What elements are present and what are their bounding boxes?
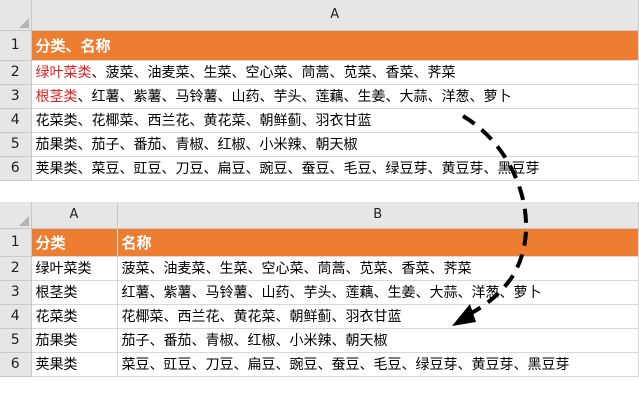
category-cell[interactable]: 花菜类: [31, 304, 118, 329]
names-cell[interactable]: 茄子、番茄、青椒、红椒、小米辣、朝天椒: [117, 328, 639, 353]
names-cell[interactable]: 菠菜、油麦菜、生菜、空心菜、茼蒿、苋菜、香菜、荠菜: [117, 256, 639, 281]
names-cell[interactable]: 红薯、紫薯、马铃薯、山药、芋头、莲藕、生姜、大蒜、洋葱、萝卜: [117, 280, 639, 305]
category-cell[interactable]: 荚果类: [31, 352, 118, 377]
names-text: 、菠菜、油麦菜、生菜、空心菜、茼蒿、苋菜、香菜、荠菜: [91, 65, 456, 81]
top-sheet-grid: A 1 分类、名称 2 绿叶菜类、菠菜、油麦菜、生菜、空心菜、茼蒿、苋菜、香菜、…: [0, 0, 639, 181]
row-header[interactable]: 1: [0, 228, 32, 257]
row-header[interactable]: 2: [0, 256, 32, 281]
data-cell[interactable]: 绿叶菜类、菠菜、油麦菜、生菜、空心菜、茼蒿、苋菜、香菜、荠菜: [31, 60, 639, 85]
data-cell[interactable]: 花菜类、花椰菜、西兰花、黄花菜、朝鲜蓟、羽衣甘蓝: [31, 108, 639, 133]
header-cell-category[interactable]: 分类: [31, 228, 118, 257]
category-cell[interactable]: 绿叶菜类: [31, 256, 118, 281]
row-header[interactable]: 3: [0, 280, 32, 305]
select-all-corner[interactable]: [0, 0, 32, 31]
data-cell[interactable]: 茄果类、茄子、番茄、青椒、红椒、小米辣、朝天椒: [31, 132, 639, 157]
bottom-sheet-grid: A B 1 分类 名称 2 绿叶菜类 菠菜、油麦菜、生菜、空心菜、茼蒿、苋菜、香…: [0, 202, 639, 377]
header-cell-names[interactable]: 名称: [117, 228, 639, 257]
header-cell[interactable]: 分类、名称: [31, 30, 639, 61]
select-all-corner[interactable]: [0, 202, 32, 229]
data-cell[interactable]: 根茎类、红薯、紫薯、马铃薯、山药、芋头、莲藕、生姜、大蒜、洋葱、萝卜: [31, 84, 639, 109]
row-header[interactable]: 4: [0, 108, 32, 133]
names-cell[interactable]: 菜豆、豇豆、刀豆、扁豆、豌豆、蚕豆、毛豆、绿豆芽、黄豆芽、黑豆芽: [117, 352, 639, 377]
row-header[interactable]: 6: [0, 156, 32, 181]
names-cell[interactable]: 花椰菜、西兰花、黄花菜、朝鲜蓟、羽衣甘蓝: [117, 304, 639, 329]
row-header[interactable]: 1: [0, 30, 32, 61]
row-header[interactable]: 4: [0, 304, 32, 329]
row-header[interactable]: 5: [0, 132, 32, 157]
category-cell[interactable]: 茄果类: [31, 328, 118, 353]
category-text: 绿叶菜类: [35, 65, 92, 81]
data-cell[interactable]: 荚果类、菜豆、豇豆、刀豆、扁豆、豌豆、蚕豆、毛豆、绿豆芽、黄豆芽、黑豆芽: [31, 156, 639, 181]
column-header-a[interactable]: A: [31, 0, 639, 31]
names-text: 、红薯、紫薯、马铃薯、山药、芋头、莲藕、生姜、大蒜、洋葱、萝卜: [77, 89, 512, 105]
category-cell[interactable]: 根茎类: [31, 280, 118, 305]
row-header[interactable]: 5: [0, 328, 32, 353]
category-text: 根茎类: [35, 89, 78, 105]
column-header-a[interactable]: A: [31, 202, 118, 229]
row-header[interactable]: 6: [0, 352, 32, 377]
row-header[interactable]: 3: [0, 84, 32, 109]
column-header-b[interactable]: B: [117, 202, 639, 229]
row-header[interactable]: 2: [0, 60, 32, 85]
